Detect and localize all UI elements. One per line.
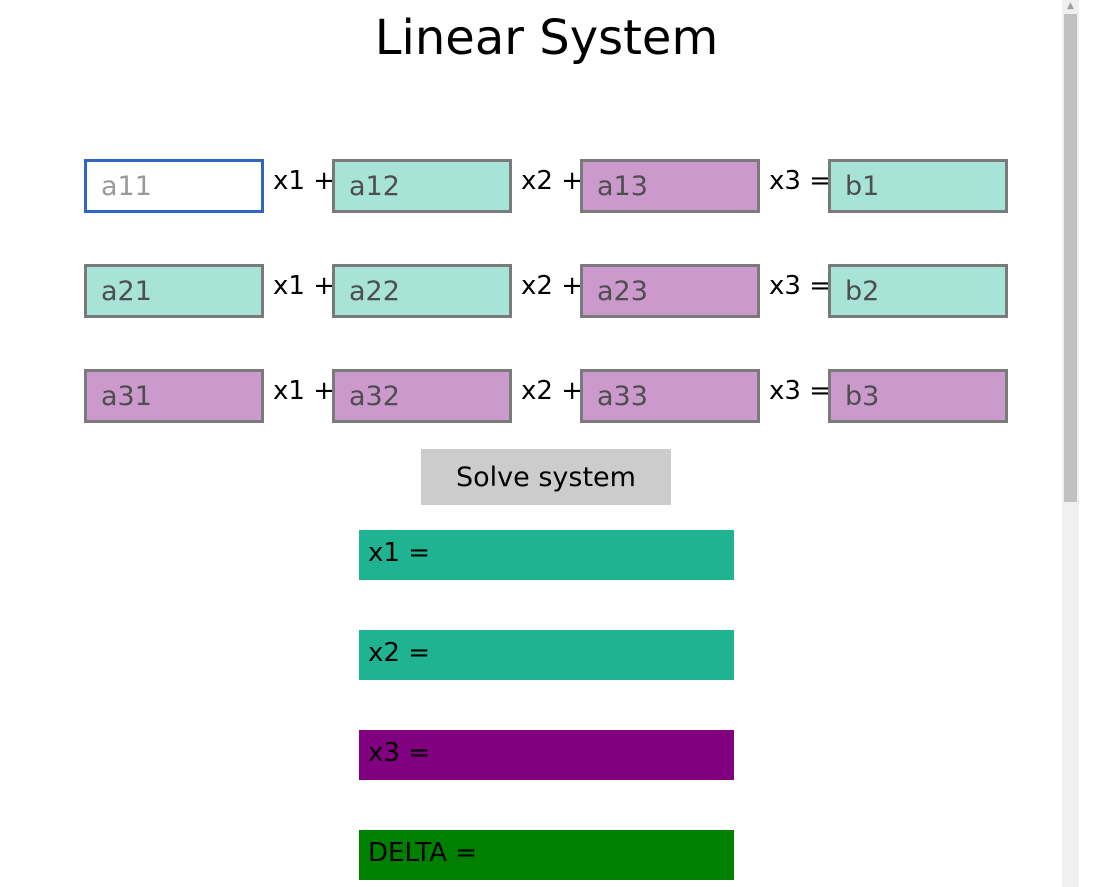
vertical-scrollbar[interactable]: ▲ (1062, 0, 1079, 887)
a12-input[interactable] (332, 159, 512, 213)
solve-system-button[interactable]: Solve system (421, 449, 671, 505)
b2-input[interactable] (828, 264, 1008, 318)
op-x1-plus: x1 + (273, 166, 335, 196)
b1-input[interactable] (828, 159, 1008, 213)
op-x1-plus: x1 + (273, 376, 335, 406)
a11-input[interactable] (84, 159, 264, 213)
result-x1: x1 = (359, 530, 734, 580)
b3-input[interactable] (828, 369, 1008, 423)
a13-input[interactable] (580, 159, 760, 213)
op-x2-plus: x2 + (521, 271, 583, 301)
op-x3-equals: x3 = (769, 166, 831, 196)
op-x2-plus: x2 + (521, 376, 583, 406)
op-x2-plus: x2 + (521, 166, 583, 196)
a22-input[interactable] (332, 264, 512, 318)
op-x3-equals: x3 = (769, 376, 831, 406)
a33-input[interactable] (580, 369, 760, 423)
a32-input[interactable] (332, 369, 512, 423)
op-x3-equals: x3 = (769, 271, 831, 301)
a23-input[interactable] (580, 264, 760, 318)
result-x2: x2 = (359, 630, 734, 680)
result-x3: x3 = (359, 730, 734, 780)
scrollbar-thumb[interactable] (1064, 14, 1077, 502)
page-title: Linear System (374, 10, 719, 66)
result-delta: DELTA = (359, 830, 734, 880)
a21-input[interactable] (84, 264, 264, 318)
chevron-up-icon[interactable]: ▲ (1067, 1, 1074, 11)
op-x1-plus: x1 + (273, 271, 335, 301)
a31-input[interactable] (84, 369, 264, 423)
